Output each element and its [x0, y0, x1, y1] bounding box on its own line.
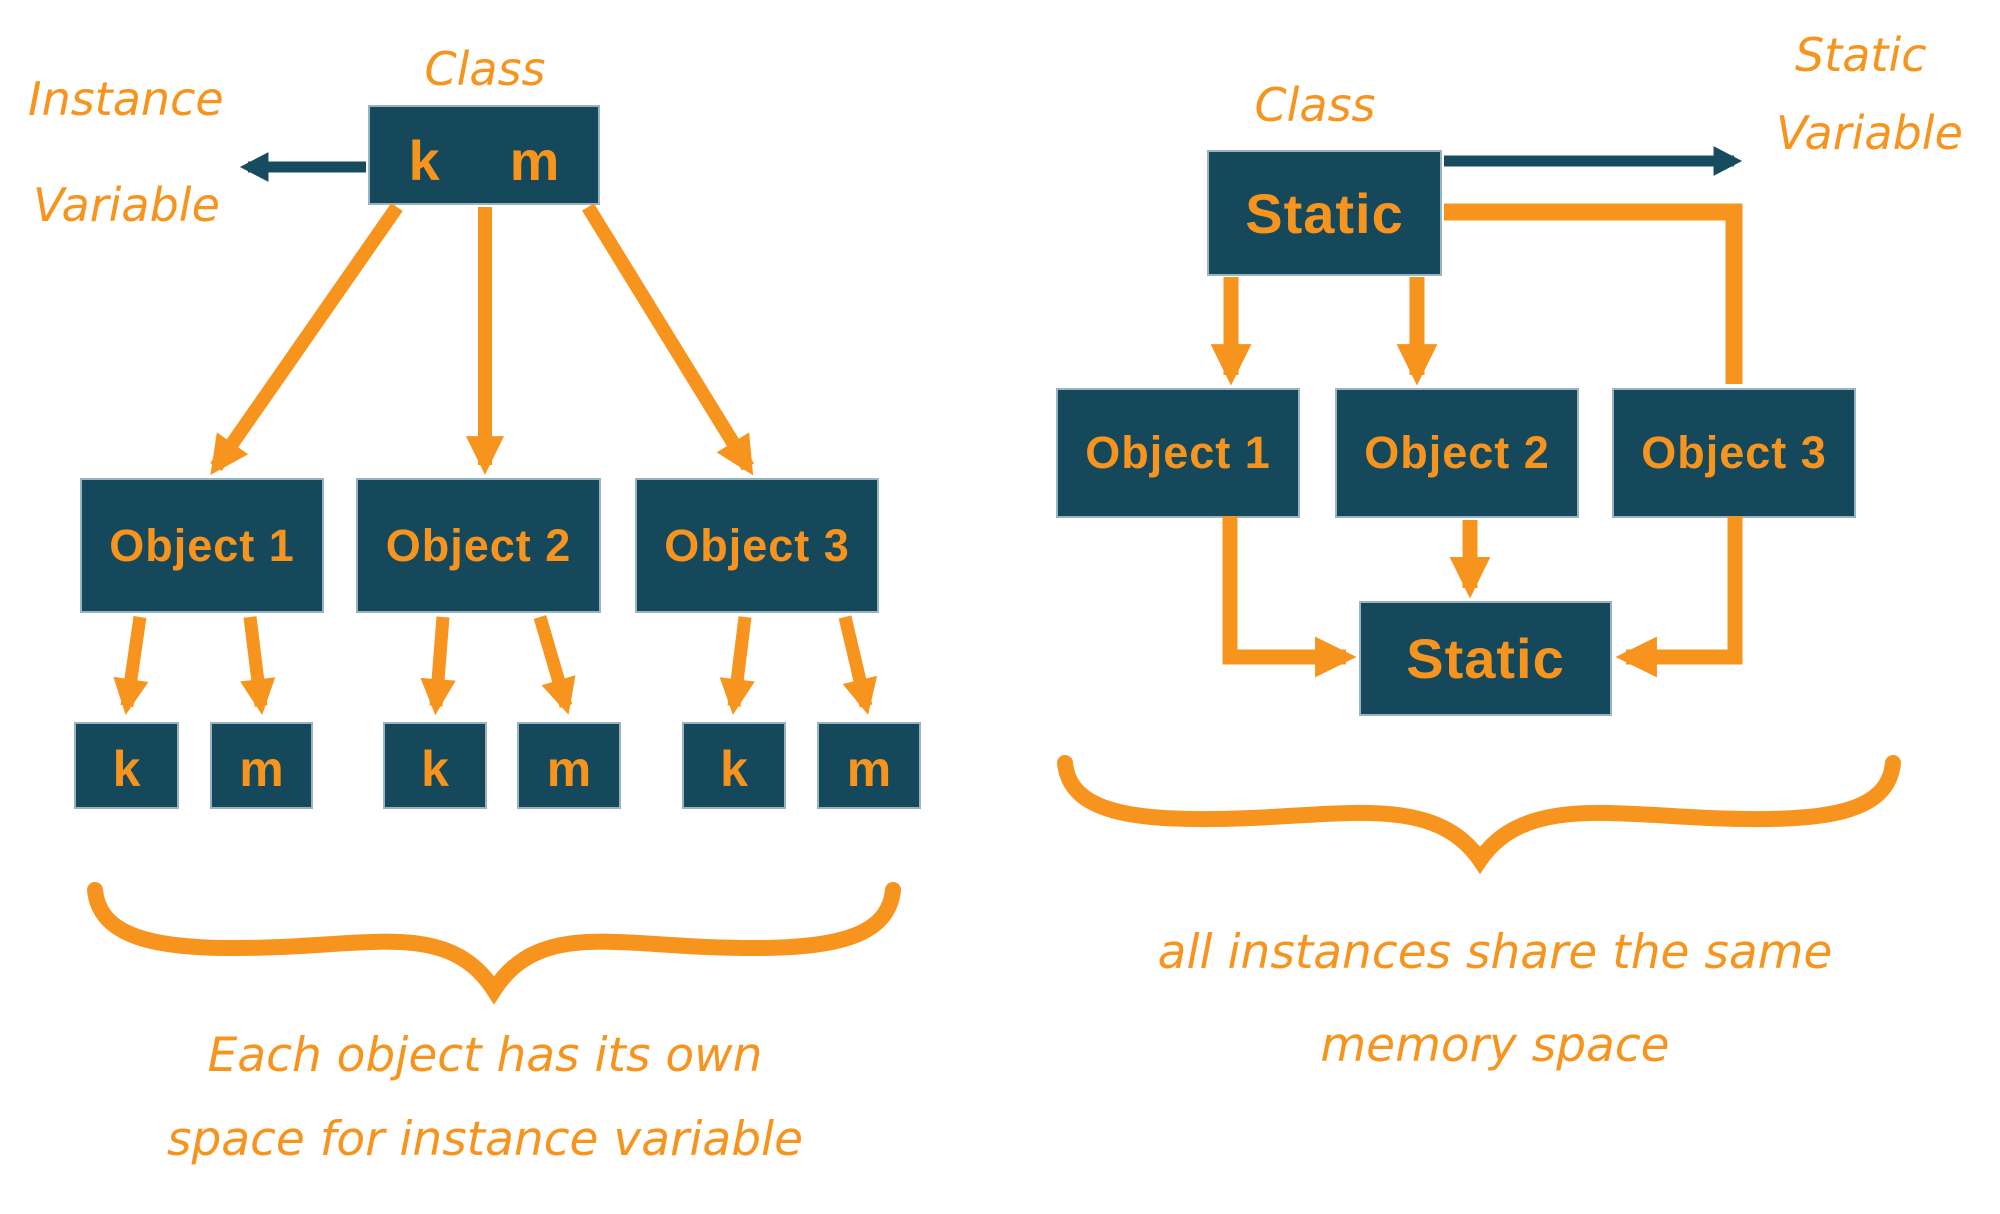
object2-k-box: k — [383, 722, 487, 809]
instance-variable-label-line2: Variable — [33, 178, 220, 232]
left-class-var-m: m — [509, 128, 560, 192]
left-object1-box: Object 1 — [80, 478, 324, 613]
object3-m-box: m — [817, 722, 921, 809]
right-brace-icon — [1057, 755, 1901, 875]
right-object1-box: Object 1 — [1056, 388, 1300, 518]
object1-to-m-arrow-icon — [240, 616, 276, 716]
object3-to-static-elbow-arrow-icon — [1615, 516, 1743, 678]
left-object1-label: Object 1 — [109, 519, 295, 571]
left-caption-line1: Each object has its own — [207, 1028, 763, 1083]
right-object2-label: Object 2 — [1364, 427, 1550, 478]
right-static-top-box: Static — [1207, 150, 1442, 276]
left-brace-icon — [87, 882, 901, 1005]
right-class-label: Class — [1254, 78, 1376, 132]
left-class-box: k m — [368, 105, 600, 205]
object2-to-k-arrow-icon — [420, 616, 456, 716]
right-caption-line2: memory space — [1320, 1018, 1670, 1073]
right-static-bottom-box: Static — [1359, 601, 1612, 716]
static-variable-label-line1: Static — [1795, 28, 1927, 82]
left-object3-label: Object 3 — [664, 519, 850, 571]
object2-m-label: m — [546, 740, 592, 797]
object2-to-m-arrow-icon — [533, 615, 576, 715]
right-object1-label: Object 1 — [1085, 427, 1271, 478]
right-static-bottom-label: Static — [1406, 627, 1565, 690]
object1-m-label: m — [239, 740, 284, 797]
object1-k-label: k — [112, 740, 141, 797]
right-caption-line1: all instances share the same — [1157, 925, 1833, 980]
left-caption-line2: space for instance variable — [166, 1112, 804, 1167]
object3-m-label: m — [846, 740, 892, 797]
left-class-to-object3-arrow-icon — [582, 203, 754, 476]
object3-to-m-arrow-icon — [838, 615, 878, 715]
object2-k-label: k — [421, 740, 449, 797]
left-class-var-k: k — [408, 128, 440, 192]
static-to-object3-elbow-icon — [1444, 203, 1743, 384]
left-object2-box: Object 2 — [356, 478, 601, 613]
right-object3-box: Object 3 — [1612, 388, 1856, 518]
object3-k-label: k — [720, 740, 748, 797]
left-object3-box: Object 3 — [635, 478, 879, 613]
object3-k-box: k — [682, 722, 786, 809]
object2-m-box: m — [517, 722, 621, 809]
object1-m-box: m — [210, 722, 313, 809]
object1-to-k-arrow-icon — [113, 616, 149, 716]
instance-variable-label-line1: Instance — [28, 72, 224, 126]
left-class-label: Class — [424, 42, 546, 96]
left-object2-label: Object 2 — [385, 519, 572, 571]
left-class-to-object1-arrow-icon — [210, 203, 403, 476]
static-variable-label-line2: Variable — [1776, 106, 1963, 160]
right-static-top-label: Static — [1245, 181, 1404, 245]
object1-k-box: k — [74, 722, 179, 809]
right-object3-label: Object 3 — [1641, 427, 1827, 478]
object1-to-static-elbow-arrow-icon — [1222, 516, 1357, 678]
right-object2-box: Object 2 — [1335, 388, 1579, 518]
object3-to-k-arrow-icon — [719, 616, 755, 716]
